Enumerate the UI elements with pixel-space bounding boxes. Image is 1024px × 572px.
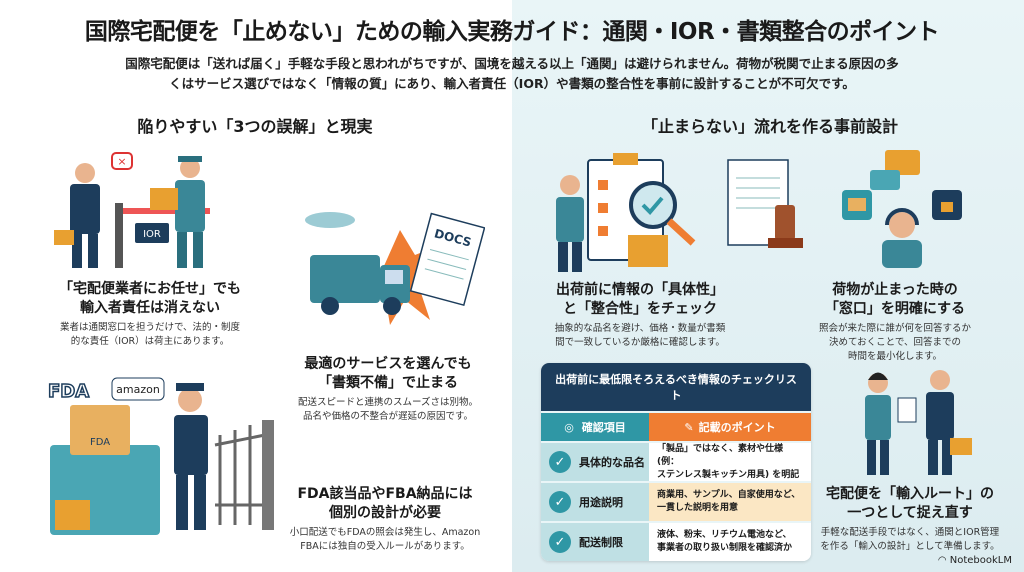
block-desc: FBAには独自の受入ルールがあります。 bbox=[300, 541, 470, 552]
fda-logo: FDA bbox=[48, 381, 89, 402]
misconception-fda: FDA該当品やFBA納品には個別の設計が必要 小口配送でもFDAの照会は発生し、… bbox=[255, 485, 515, 554]
block-desc: 業者は通関窓口を担うだけで、法的・制度 bbox=[59, 322, 241, 333]
row-item: 配送制限 bbox=[579, 536, 623, 549]
table-row: ✓ 具体的な品名 「製品」ではなく、素材や仕様 (例： ステンレス製キッチン用具) … bbox=[541, 441, 811, 481]
delivery-truck-docs-illustration: DOCS bbox=[305, 212, 485, 325]
block-desc: 的な責任（IOR）は荷主にあります。 bbox=[70, 336, 230, 347]
checkmark-icon: ✓ bbox=[549, 531, 571, 553]
fda-amazon-gate-illustration: FDA amazon FDA bbox=[47, 377, 274, 535]
checklist-header-row: ◎ 確認項目 ✎ 記載のポイント bbox=[541, 411, 811, 441]
fda-box-label: FDA bbox=[90, 437, 110, 448]
checklist-title: 出荷前に最低限そろえるべき情報のチェックリスト bbox=[541, 363, 811, 411]
checkmark-icon: ✓ bbox=[549, 491, 571, 513]
misconception-docs: 最適のサービスを選んでも「書類不備」で止まる 配送スピードと連携のスムーズさは別… bbox=[258, 355, 518, 424]
customs-officer-illustration: IOR × bbox=[54, 152, 210, 268]
block-title: 「書類不備」で止まる bbox=[318, 375, 458, 391]
checklist-table: 出荷前に最低限そろえるべき情報のチェックリスト ◎ 確認項目 ✎ 記載のポイント ✓… bbox=[541, 363, 811, 561]
block-desc: を作る「輸入の設計」として準備します。 bbox=[820, 541, 1000, 552]
block-title: 「窓口」を明確にする bbox=[824, 301, 966, 317]
block-desc: 小口配送でもFDAの照会は発生し、Amazon bbox=[289, 527, 481, 538]
notebooklm-watermark: ◠ NotebookLM bbox=[938, 555, 1012, 566]
block-title: 荷物が止まった時の bbox=[832, 282, 958, 298]
design-import-route: 宅配便を「輸入ルート」の一つとして捉え直す 手軽な配送手段ではなく、通関とIOR… bbox=[780, 485, 1024, 554]
column-header: 記載のポイント bbox=[698, 420, 776, 434]
block-title: 最適のサービスを選んでも bbox=[304, 356, 472, 372]
row-point: 「製品」ではなく、素材や仕様 (例： bbox=[657, 443, 784, 467]
contact-point-illustration bbox=[842, 150, 962, 268]
block-title: 輸入者責任は消えない bbox=[80, 300, 220, 316]
document-stamp-illustration bbox=[727, 159, 803, 248]
row-point: ステンレス製キッチン用具) を明記 bbox=[657, 469, 800, 480]
row-point: 一貫した説明を用意 bbox=[657, 503, 739, 513]
block-title: 出荷前に情報の「具体性」 bbox=[556, 282, 724, 298]
row-point: 商業用、サンプル、自家使用など、 bbox=[657, 490, 801, 500]
amazon-logo: amazon bbox=[116, 383, 160, 396]
block-desc: 時間を最小化します。 bbox=[847, 351, 943, 362]
page-title: 国際宅配便を「止めない」ための輸入実務ガイド：通関・IOR・書類整合のポイント bbox=[84, 19, 940, 45]
block-desc: 間で一致しているか厳格に確認します。 bbox=[555, 337, 725, 348]
block-title: 個別の設計が必要 bbox=[329, 505, 441, 521]
block-title: 「宅配便業者にお任せ」でも bbox=[59, 281, 241, 297]
intro-line: 国際宅配便は「送れば届く」手軽な手段と思われがちですが、国境を越える以上「通関」… bbox=[125, 56, 899, 71]
block-desc: 抽象的な品名を避け、価格・数量が書類 bbox=[554, 323, 726, 334]
table-row: ✓ 配送制限 液体、粉末、リチウム電池など、事業者の取り扱い制限を確認済か bbox=[541, 521, 811, 561]
brand-label: NotebookLM bbox=[949, 555, 1012, 566]
notebooklm-icon: ◠ bbox=[937, 555, 950, 566]
misconception-ior: 「宅配便業者にお任せ」でも輸入者責任は消えない 業者は通関窓口を担うだけで、法的… bbox=[20, 280, 280, 349]
check-circle-icon: ◎ bbox=[564, 420, 574, 434]
block-title: 一つとして捉え直す bbox=[847, 505, 973, 521]
block-desc: 決めておくことで、回答までの bbox=[828, 337, 962, 348]
left-section-heading: 陥りやすい「3つの誤解」と現実 bbox=[137, 117, 373, 136]
row-item: 用途説明 bbox=[579, 496, 623, 509]
handshake-illustration bbox=[865, 370, 972, 475]
row-point: 事業者の取り扱い制限を確認済か bbox=[657, 543, 793, 553]
design-check-info: 出荷前に情報の「具体性」と「整合性」をチェック 抽象的な品名を避け、価格・数量が… bbox=[510, 281, 770, 350]
block-title: と「整合性」をチェック bbox=[563, 301, 717, 317]
right-section-heading: 「止まらない」流れを作る事前設計 bbox=[641, 117, 898, 136]
checklist-magnifier-illustration bbox=[556, 153, 696, 272]
row-item: 具体的な品名 bbox=[579, 456, 645, 469]
block-desc: 品名や価格の不整合が遅延の原因です。 bbox=[302, 411, 474, 422]
ior-sign: IOR bbox=[143, 229, 161, 240]
block-desc: 照会が来た際に誰が何を回答するか bbox=[818, 323, 971, 334]
block-desc: 手軽な配送手段ではなく、通関とIOR管理 bbox=[820, 527, 1000, 538]
svg-text:×: × bbox=[117, 155, 126, 168]
intro-line: くはサービス選びではなく「情報の質」にあり、輸入者責任（IOR）や書類の整合性を… bbox=[169, 76, 855, 91]
design-contact-point: 荷物が止まった時の「窓口」を明確にする 照会が来た際に誰が何を回答するか決めてお… bbox=[765, 281, 1024, 364]
block-title: 宅配便を「輸入ルート」の bbox=[826, 486, 994, 502]
row-point: 液体、粉末、リチウム電池など、 bbox=[657, 530, 792, 540]
pencil-icon: ✎ bbox=[684, 420, 694, 434]
block-title: FDA該当品やFBA納品には bbox=[297, 486, 473, 502]
intro-text: 国際宅配便は「送れば届く」手軽な手段と思われがちですが、国境を越える以上「通関」… bbox=[40, 54, 984, 94]
block-desc: 配送スピードと連携のスムーズさは別物。 bbox=[297, 397, 479, 408]
column-header: 確認項目 bbox=[581, 421, 626, 434]
table-row: ✓ 用途説明 商業用、サンプル、自家使用など、一貫した説明を用意 bbox=[541, 481, 811, 521]
checkmark-icon: ✓ bbox=[549, 451, 571, 473]
